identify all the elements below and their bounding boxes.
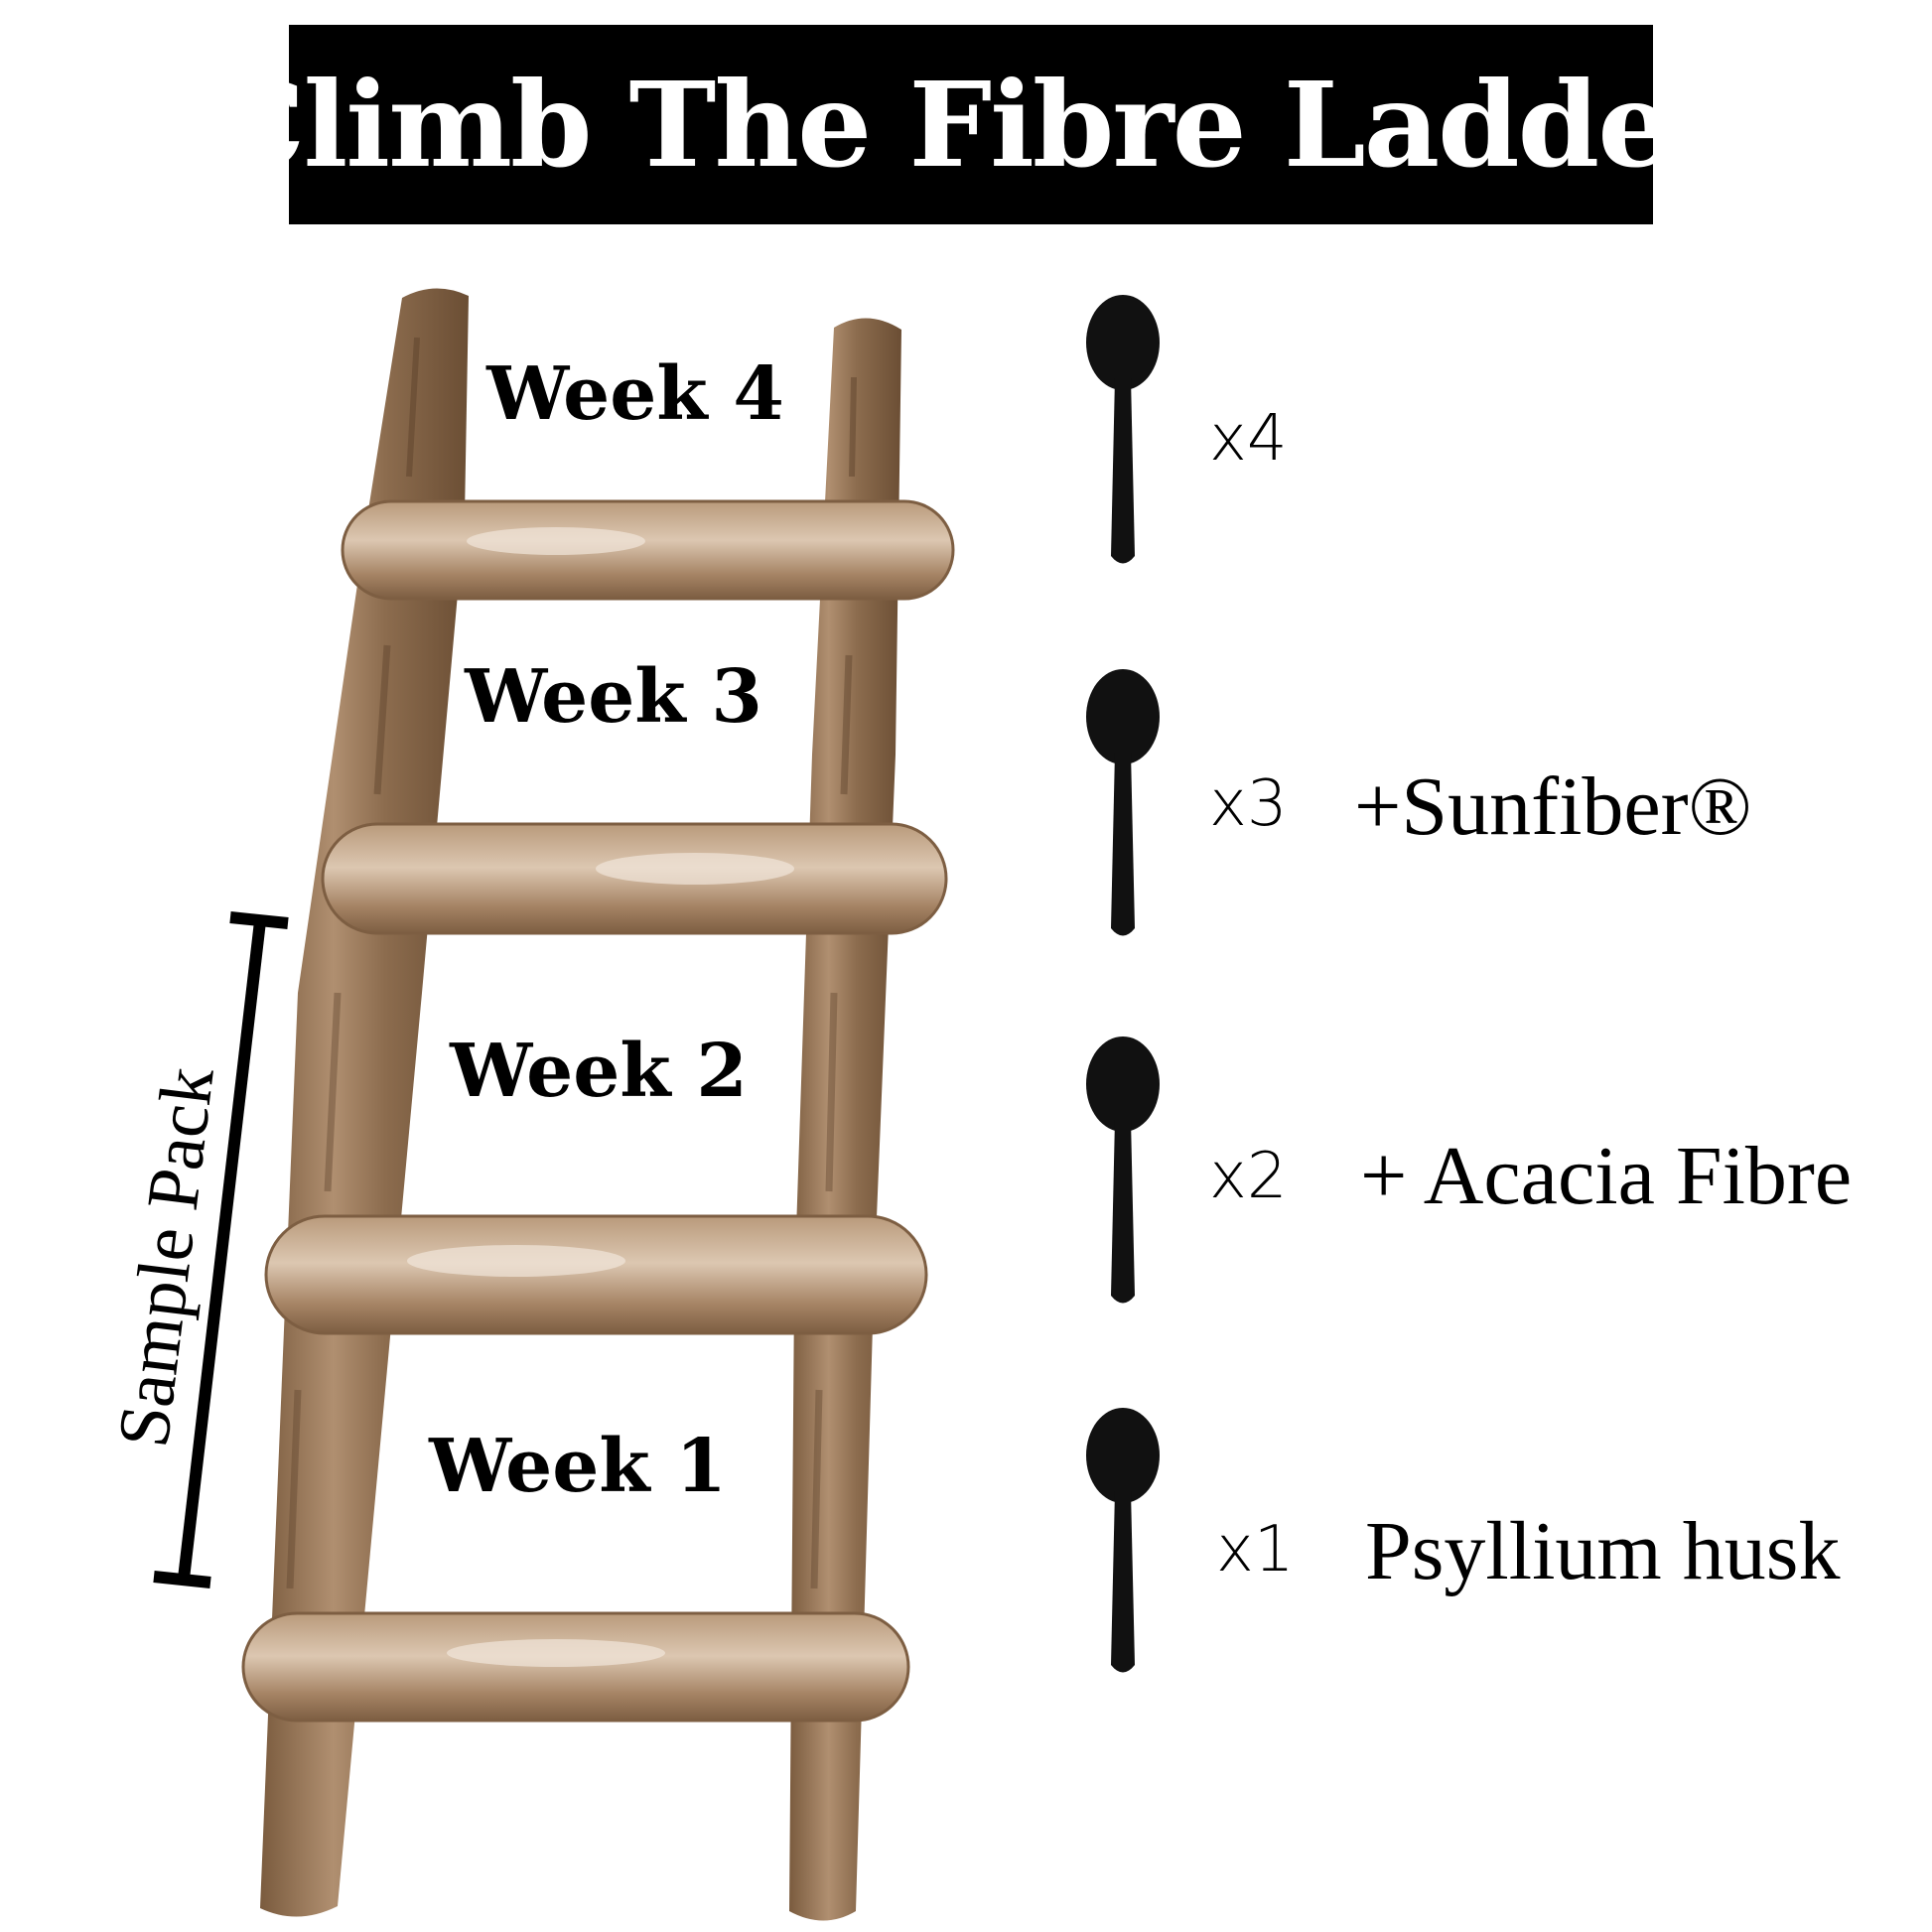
spoon-icon — [1086, 669, 1160, 936]
ladder-icon — [241, 288, 955, 1921]
multiplier-week-4: x4 — [1209, 402, 1288, 476]
ingredient-week-3: +Sunfiber® — [1354, 760, 1751, 853]
page-title: Climb The Fibre Ladder — [211, 56, 1732, 194]
week-2-label: Week 2 — [449, 1029, 748, 1114]
multiplier-week-3: x3 — [1209, 767, 1288, 841]
spoon-icon — [1086, 295, 1160, 564]
week-1-label: Week 1 — [428, 1424, 727, 1509]
title-banner: Climb The Fibre Ladder — [212, 25, 1731, 224]
week-4-label: Week 4 — [485, 351, 784, 437]
sample-pack-bracket — [153, 911, 289, 1588]
week-3-label: Week 3 — [464, 654, 762, 740]
ingredient-week-1: Psyllium husk — [1365, 1505, 1840, 1597]
spoon-icon — [1086, 1036, 1160, 1304]
ingredient-week-2: + Acacia Fibre — [1360, 1130, 1852, 1222]
multiplier-week-1: x1 — [1216, 1513, 1295, 1587]
multiplier-week-2: x2 — [1209, 1140, 1288, 1213]
spoon-icon — [1086, 1408, 1160, 1673]
